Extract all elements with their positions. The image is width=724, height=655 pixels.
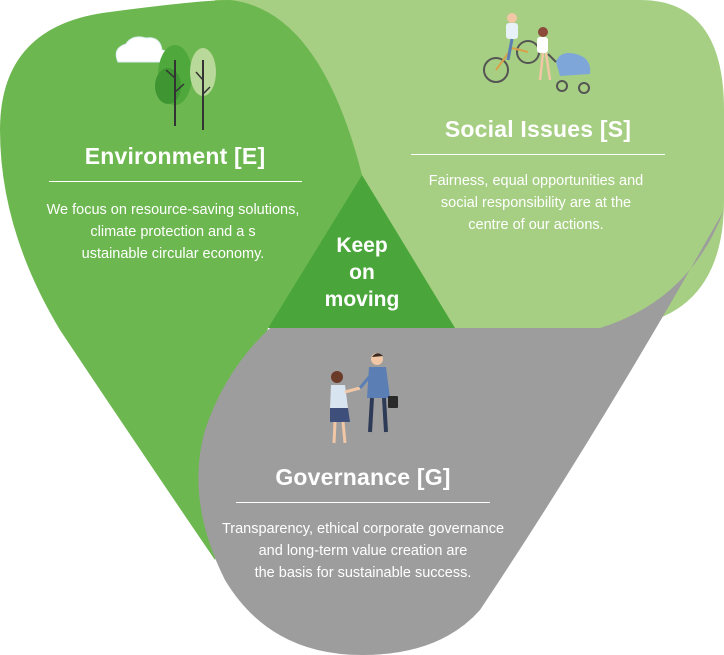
environment-segment [0, 0, 362, 560]
governance-title: Governance [G] [275, 464, 451, 490]
family-cycling-icon [483, 13, 591, 94]
governance-text: Transparency, ethical corporate governan… [221, 521, 505, 581]
social-divider [411, 154, 665, 155]
handshake-icon [330, 353, 398, 444]
center-label: Keep on moving [324, 234, 400, 311]
center-triangle [268, 175, 455, 328]
social-title: Social Issues [S] [444, 116, 632, 142]
environment-text: We focus on resource-saving solutions, c… [46, 202, 300, 262]
governance-segment [198, 210, 724, 655]
trees-icon [115, 36, 216, 130]
social-text: Fairness, equal opportunities and social… [428, 173, 644, 233]
environment-divider [49, 181, 302, 182]
governance-divider [236, 502, 490, 503]
environment-title: Environment [E] [84, 143, 266, 169]
